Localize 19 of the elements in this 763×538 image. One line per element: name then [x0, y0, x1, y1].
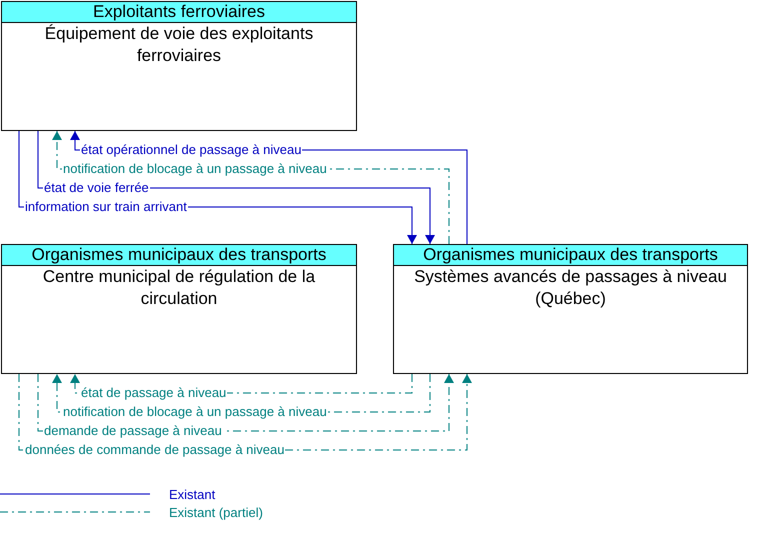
edge-label: demande de passage à niveau [43, 423, 223, 438]
edge-label: information sur train arrivant [24, 199, 188, 214]
legend-text: Existant [169, 487, 216, 502]
edge-label: données de commande de passage à niveau [24, 442, 286, 457]
legend-text: Existant (partiel) [169, 505, 263, 520]
box-header: Organismes municipaux des transports [2, 245, 356, 266]
edge-label: notification de blocage à un passage à niveau [62, 404, 328, 419]
box-header: Organismes municipaux des transports [394, 245, 747, 266]
box-title: Systèmes avancés de passages à niveau (Québec) [413, 266, 728, 310]
edge-label: état de voie ferrée [43, 180, 150, 195]
system-box [393, 244, 748, 374]
edge-label: état de passage à niveau [80, 385, 228, 400]
box-title: Centre municipal de régulation de la circulation [42, 266, 316, 310]
system-box [1, 1, 357, 131]
box-title: Équipement de voie des exploitants ferroviaires [44, 23, 314, 67]
system-box [1, 244, 357, 374]
box-header: Exploitants ferroviaires [2, 2, 356, 23]
edge-label: état opérationnel de passage à niveau [80, 142, 302, 157]
edge-label: notification de blocage à un passage à niveau [62, 161, 328, 176]
